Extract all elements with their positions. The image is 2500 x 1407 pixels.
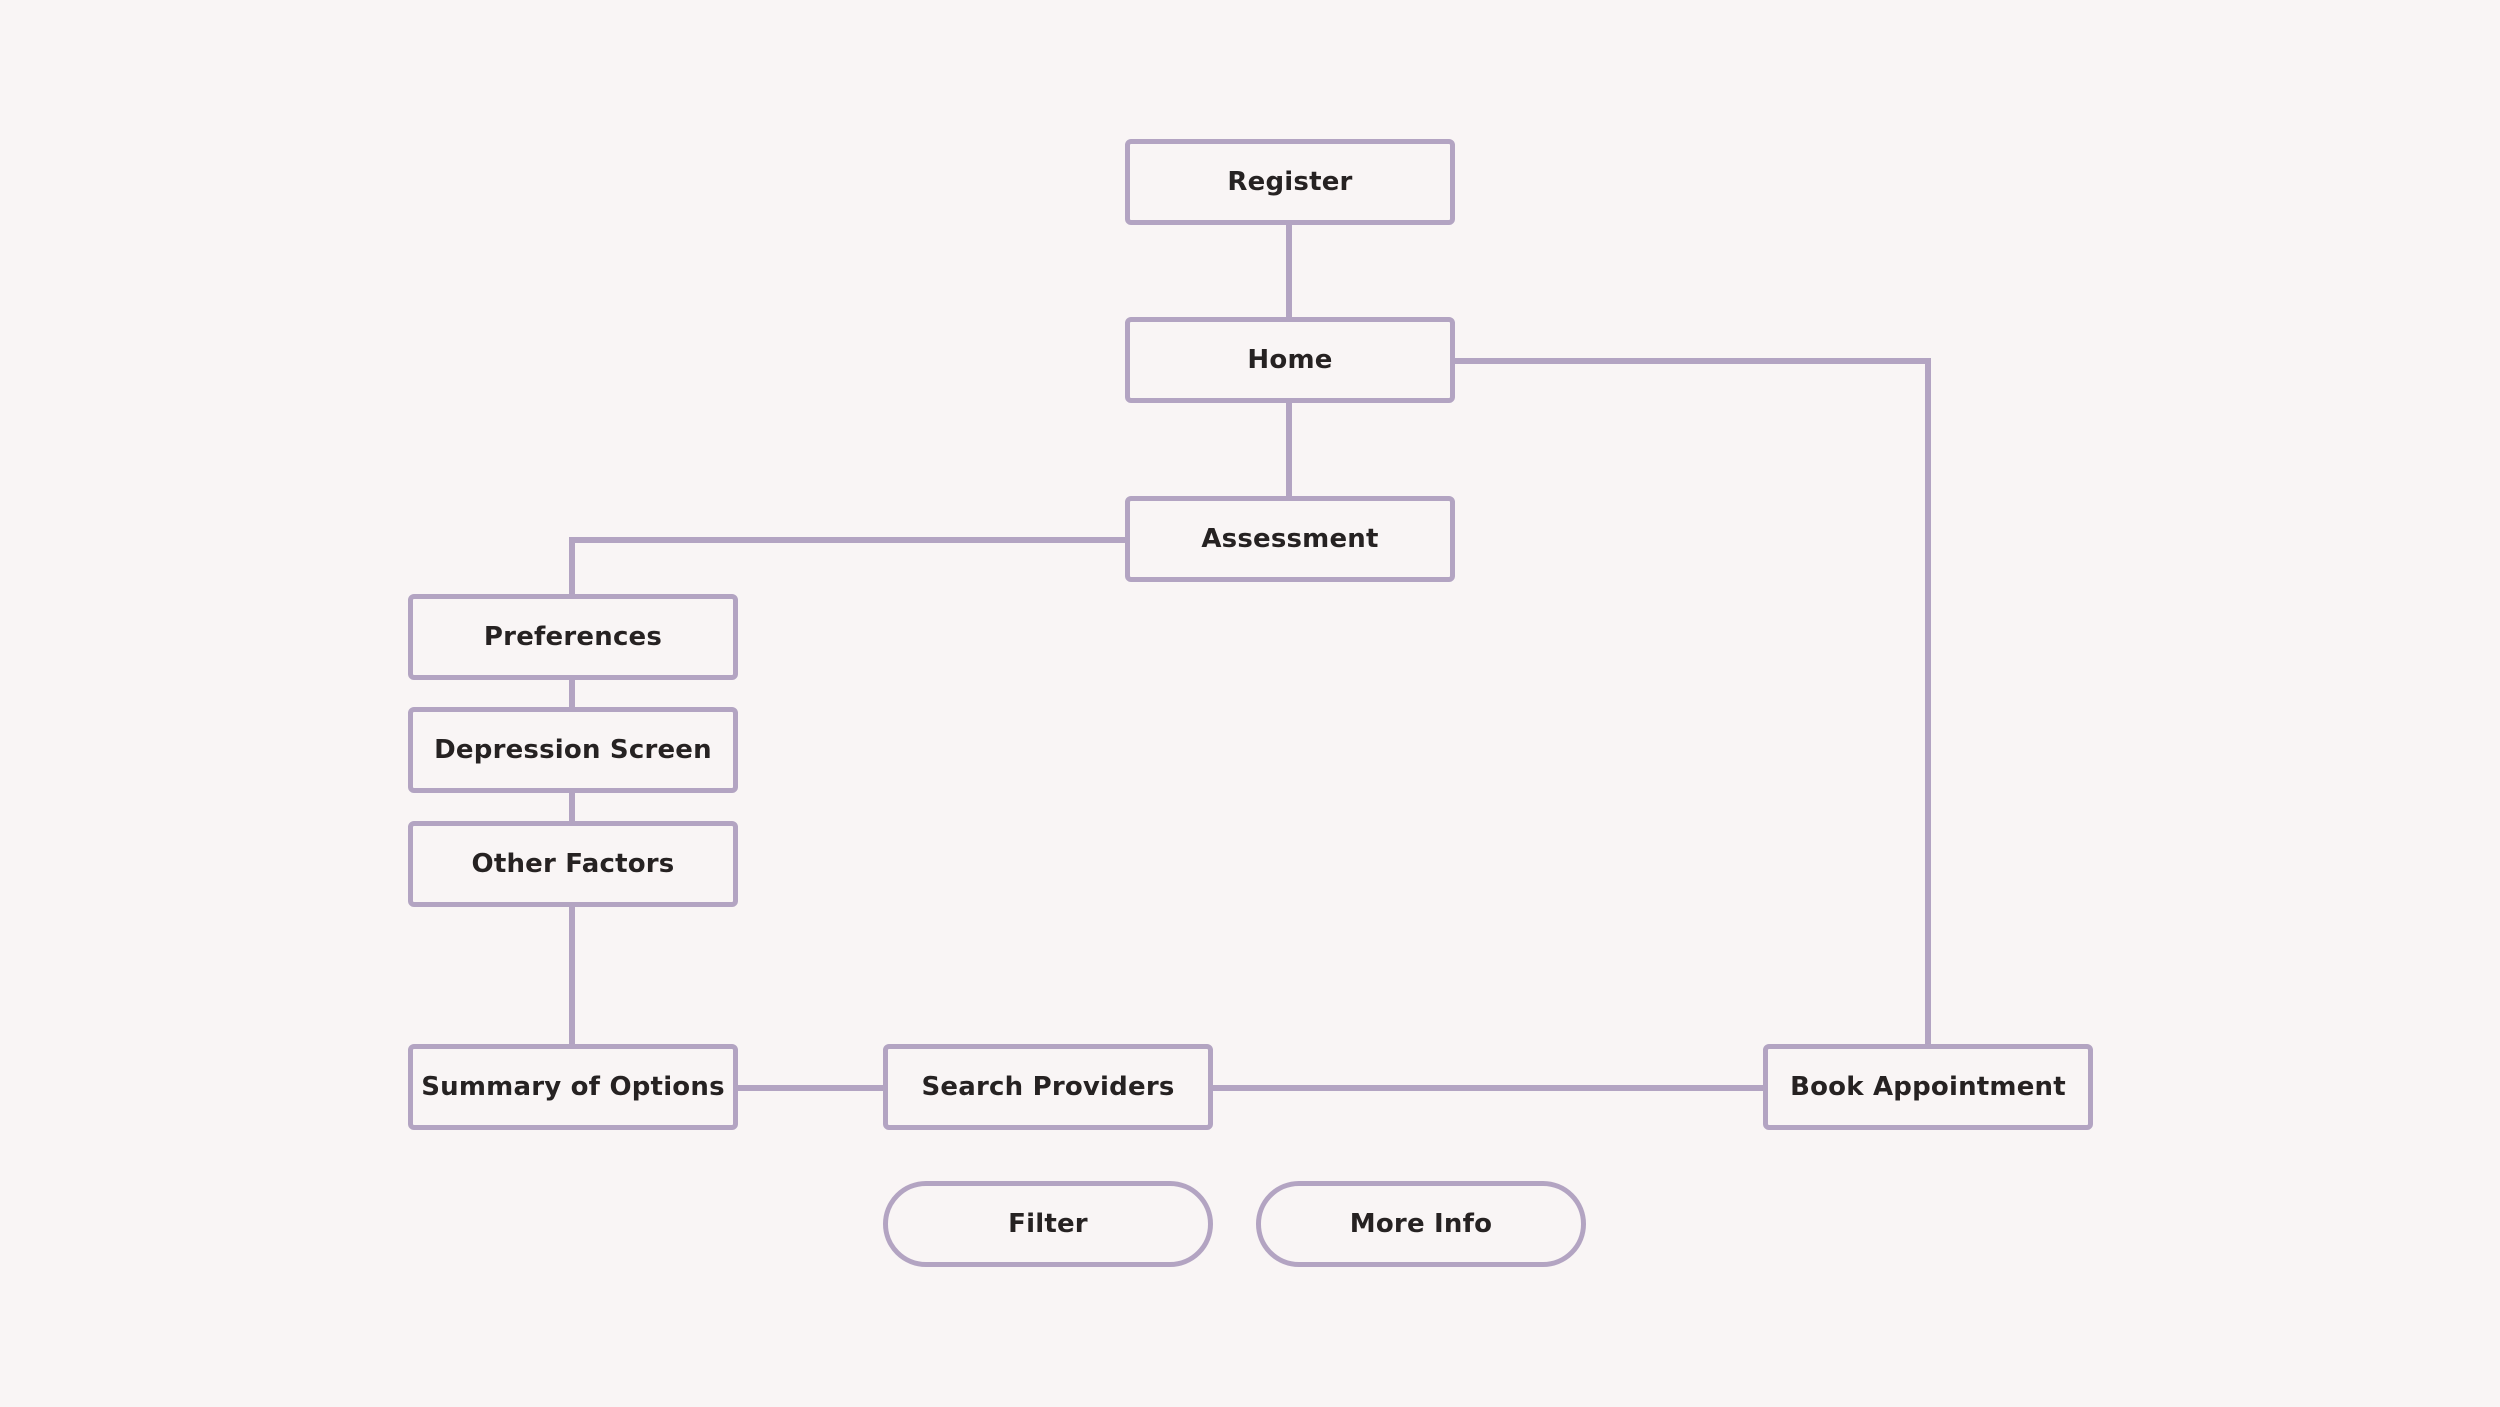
more-info-button[interactable]: More Info — [1256, 1181, 1586, 1267]
node-book-appointment: Book Appointment — [1763, 1044, 2093, 1130]
node-search-providers: Search Providers — [883, 1044, 1213, 1130]
node-assessment: Assessment — [1125, 496, 1455, 582]
node-other-factors: Other Factors — [408, 821, 738, 907]
node-summary-of-options: Summary of Options — [408, 1044, 738, 1130]
edge-home-book-appointment — [1455, 358, 1931, 1044]
node-home: Home — [1125, 317, 1455, 403]
node-register: Register — [1125, 139, 1455, 225]
node-depression-screen: Depression Screen — [408, 707, 738, 793]
filter-button[interactable]: Filter — [883, 1181, 1213, 1267]
edge-assessment-preferences — [569, 537, 1125, 594]
node-preferences: Preferences — [408, 594, 738, 680]
